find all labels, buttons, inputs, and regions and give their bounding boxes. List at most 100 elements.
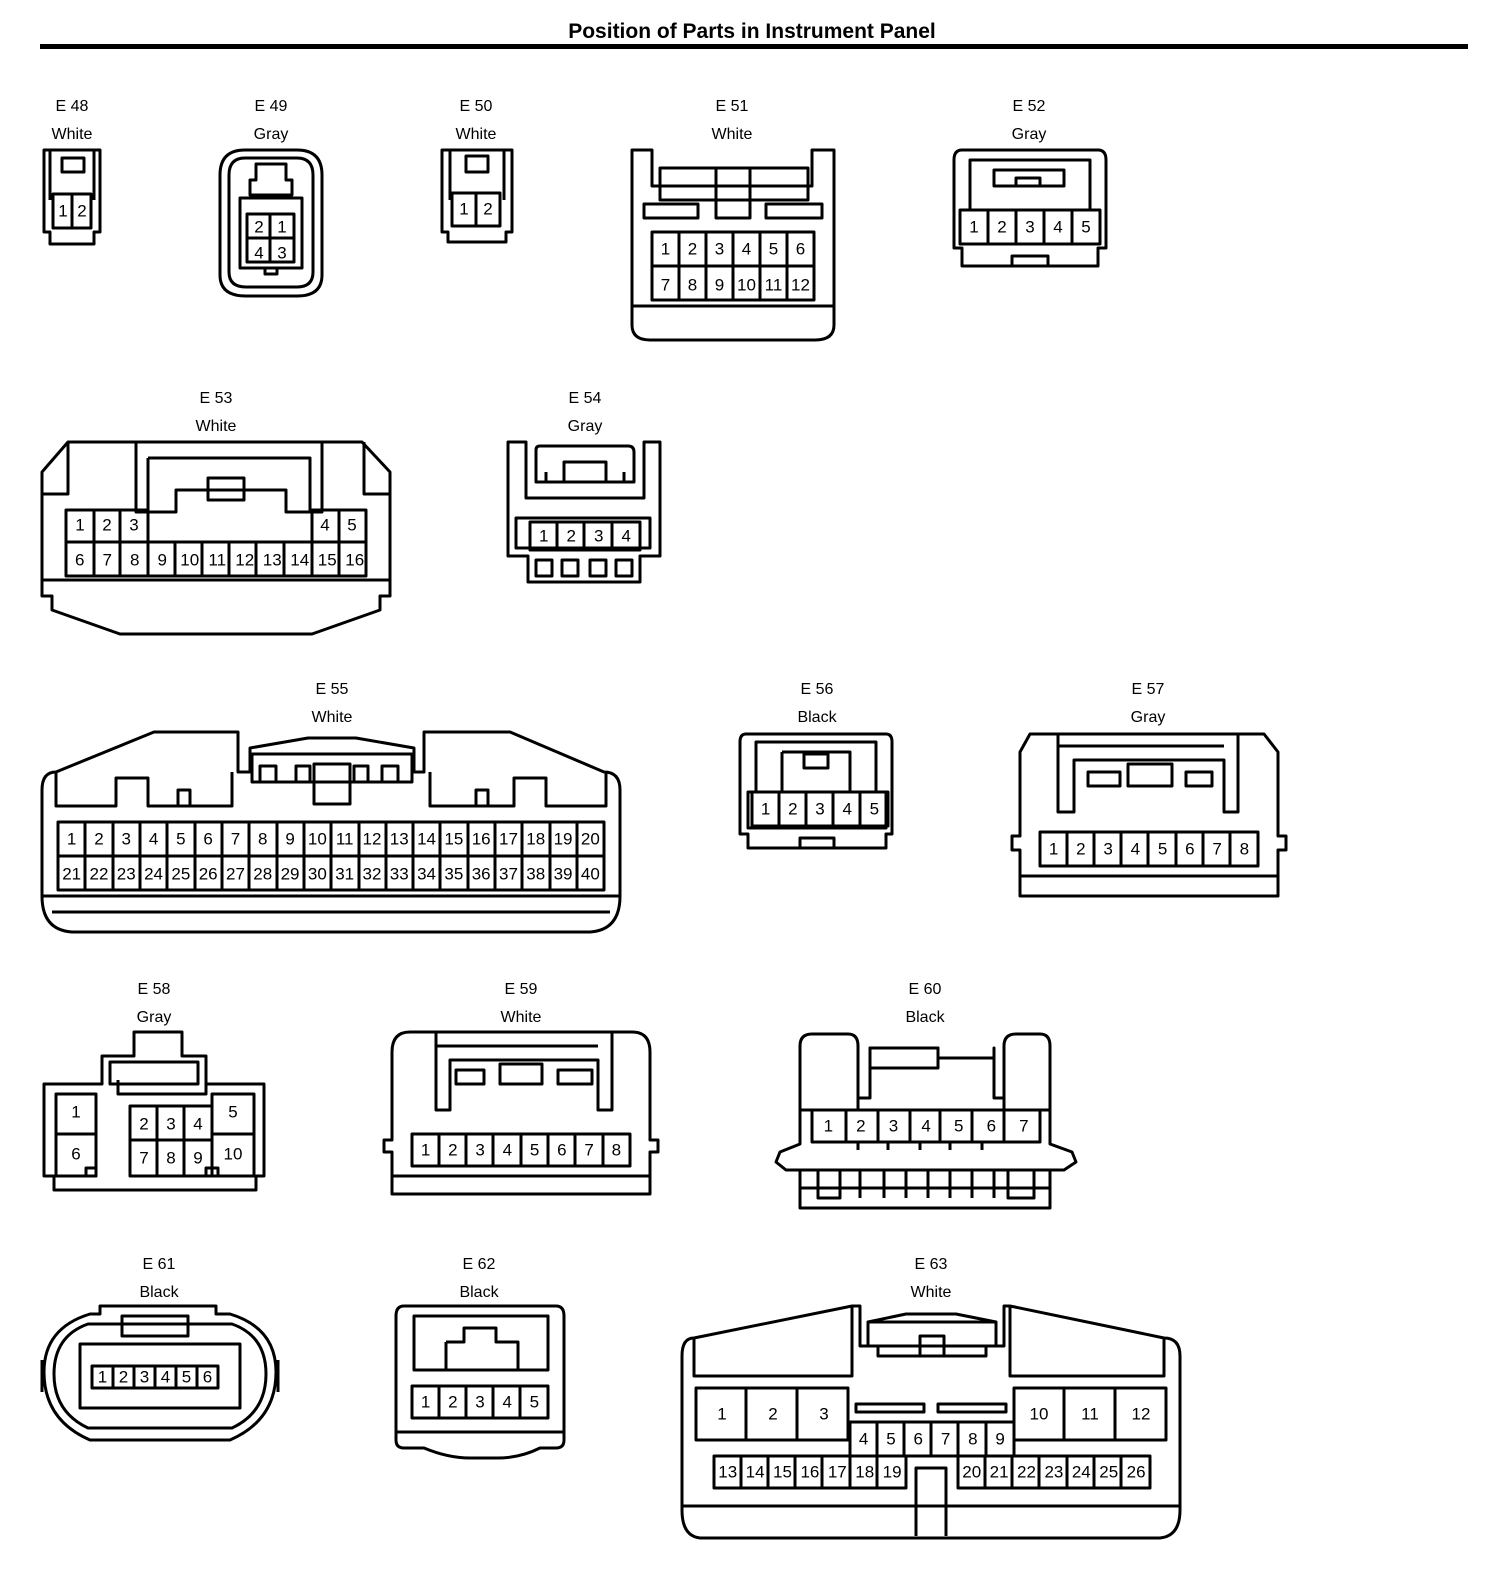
pin-label: 26: [199, 865, 218, 884]
pin-label: 7: [231, 830, 240, 849]
connector-e50: [440, 148, 514, 244]
pin-label: 6: [987, 1117, 996, 1136]
pin-label: 2: [997, 218, 1006, 237]
connector-e55: [40, 730, 622, 934]
pin-label: 3: [129, 516, 138, 535]
pin-label: 3: [277, 244, 286, 263]
pin-label: 23: [1044, 1463, 1063, 1482]
pin-label: 1: [539, 527, 548, 546]
e48-color: White: [51, 126, 93, 143]
pin-label: 31: [335, 865, 354, 884]
pin-label: 3: [594, 527, 603, 546]
pin-label: 3: [819, 1405, 828, 1424]
pin-label: 5: [886, 1430, 895, 1449]
pin-label: 3: [815, 800, 824, 819]
pin-label: 2: [254, 218, 263, 237]
pin-label: 4: [1131, 840, 1140, 859]
pin-label: 8: [166, 1149, 175, 1168]
pin-label: 33: [390, 865, 409, 884]
pin-label: 17: [828, 1463, 847, 1482]
pin-label: 7: [103, 551, 112, 570]
pin-label: 19: [554, 830, 573, 849]
pin-label: 18: [526, 830, 545, 849]
connector-e57: [1010, 732, 1288, 898]
page-title: Position of Parts in Instrument Panel: [568, 20, 936, 43]
pin-label: 9: [995, 1430, 1004, 1449]
pin-label: 1: [824, 1117, 833, 1136]
connector-e63: [680, 1304, 1182, 1540]
e55-color: White: [311, 709, 353, 726]
pin-label: 1: [421, 1141, 430, 1160]
pin-label: 8: [688, 276, 697, 295]
e55-id: E 55: [315, 681, 349, 698]
pin-label: 4: [161, 1368, 170, 1387]
pin-label: 10: [1030, 1405, 1049, 1424]
pin-label: 2: [483, 200, 492, 219]
connector-e53: [40, 440, 392, 636]
pin-label: 13: [263, 551, 282, 570]
pin-label: 29: [281, 865, 300, 884]
pin-label: 21: [62, 865, 81, 884]
pin-label: 6: [203, 830, 212, 849]
pin-label: 9: [193, 1149, 202, 1168]
pin-label: 12: [362, 830, 381, 849]
e63-id: E 63: [914, 1256, 948, 1273]
pin-label: 35: [444, 865, 463, 884]
pin-label: 1: [717, 1405, 726, 1424]
connector-e56: [738, 732, 894, 850]
e61-id: E 61: [142, 1256, 176, 1273]
pin-label: 6: [796, 240, 805, 259]
connector-e54: [506, 440, 662, 584]
pin-label: 11: [1081, 1405, 1099, 1424]
pin-label: 7: [1212, 840, 1221, 859]
pin-label: 2: [119, 1368, 128, 1387]
pin-label: 4: [503, 1141, 512, 1160]
pin-label: 2: [139, 1115, 148, 1134]
pin-label: 13: [718, 1463, 737, 1482]
e58-color: Gray: [136, 1009, 172, 1026]
pin-label: 2: [77, 202, 86, 221]
e58-id: E 58: [137, 981, 171, 998]
pin-label: 16: [472, 830, 491, 849]
e60-id: E 60: [908, 981, 942, 998]
pin-label: 37: [499, 865, 518, 884]
pin-label: 8: [1240, 840, 1249, 859]
e54-id: E 54: [568, 390, 602, 407]
pin-label: 14: [746, 1463, 765, 1482]
pin-label: 3: [140, 1368, 149, 1387]
pin-label: 3: [475, 1141, 484, 1160]
e51-id: E 51: [715, 98, 749, 115]
pin-label: 1: [58, 202, 67, 221]
pin-label: 2: [688, 240, 697, 259]
pin-label: 5: [182, 1368, 191, 1387]
pin-label: 38: [526, 865, 545, 884]
pin-label: 2: [788, 800, 797, 819]
pin-label: 10: [224, 1145, 243, 1164]
e60-color: Black: [905, 1009, 945, 1026]
pin-label: 1: [1049, 840, 1058, 859]
pin-label: 4: [842, 800, 851, 819]
pin-label: 32: [362, 865, 381, 884]
pin-label: 28: [253, 865, 272, 884]
pin-label: 5: [530, 1393, 539, 1412]
pin-label: 2: [448, 1393, 457, 1412]
pin-label: 5: [347, 516, 356, 535]
pin-label: 1: [661, 240, 670, 259]
pin-label: 15: [773, 1463, 792, 1482]
pin-label: 25: [1099, 1463, 1118, 1482]
pin-label: 5: [954, 1117, 963, 1136]
e48-id: E 48: [55, 98, 89, 115]
pin-label: 6: [71, 1145, 80, 1164]
pin-label: 4: [1053, 218, 1062, 237]
connector-e48: [42, 148, 102, 246]
pin-label: 4: [859, 1430, 868, 1449]
pin-label: 36: [472, 865, 491, 884]
pin-label: 4: [254, 244, 263, 263]
pin-label: 16: [800, 1463, 819, 1482]
pin-label: 7: [941, 1430, 950, 1449]
pin-label: 5: [1081, 218, 1090, 237]
e56-id: E 56: [800, 681, 834, 698]
pin-label: 2: [1076, 840, 1085, 859]
pin-label: 22: [89, 865, 108, 884]
